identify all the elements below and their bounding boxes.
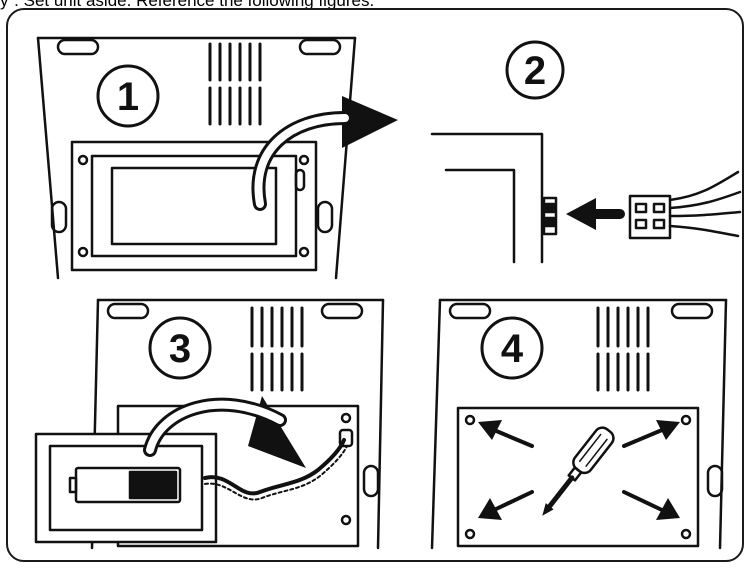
- step-3-number: 3: [169, 327, 191, 371]
- step-4-number: 4: [501, 327, 524, 371]
- step-2-number: 2: [524, 49, 546, 93]
- vent-grille: [250, 306, 304, 392]
- screwdriver-icon: [542, 426, 615, 516]
- step-1-number: 1: [117, 75, 139, 119]
- panel-2: [430, 40, 742, 264]
- caption-text: y”. Set unit aside. Reference the follow…: [0, 0, 375, 10]
- remove-cover-arrow: [251, 111, 352, 211]
- panel-4: [430, 298, 728, 550]
- battery-icon: [68, 466, 182, 504]
- step-3-badge: [148, 316, 212, 380]
- step-1-badge: [96, 64, 160, 128]
- step-4-badge: [480, 316, 544, 380]
- panel-1: [36, 36, 398, 280]
- vent-grille: [596, 306, 650, 392]
- vent-grille: [208, 42, 262, 126]
- screw-arrows: [478, 420, 680, 520]
- step-2-badge: [505, 40, 565, 100]
- panel-3: [34, 298, 385, 550]
- figure-frame: [6, 8, 744, 562]
